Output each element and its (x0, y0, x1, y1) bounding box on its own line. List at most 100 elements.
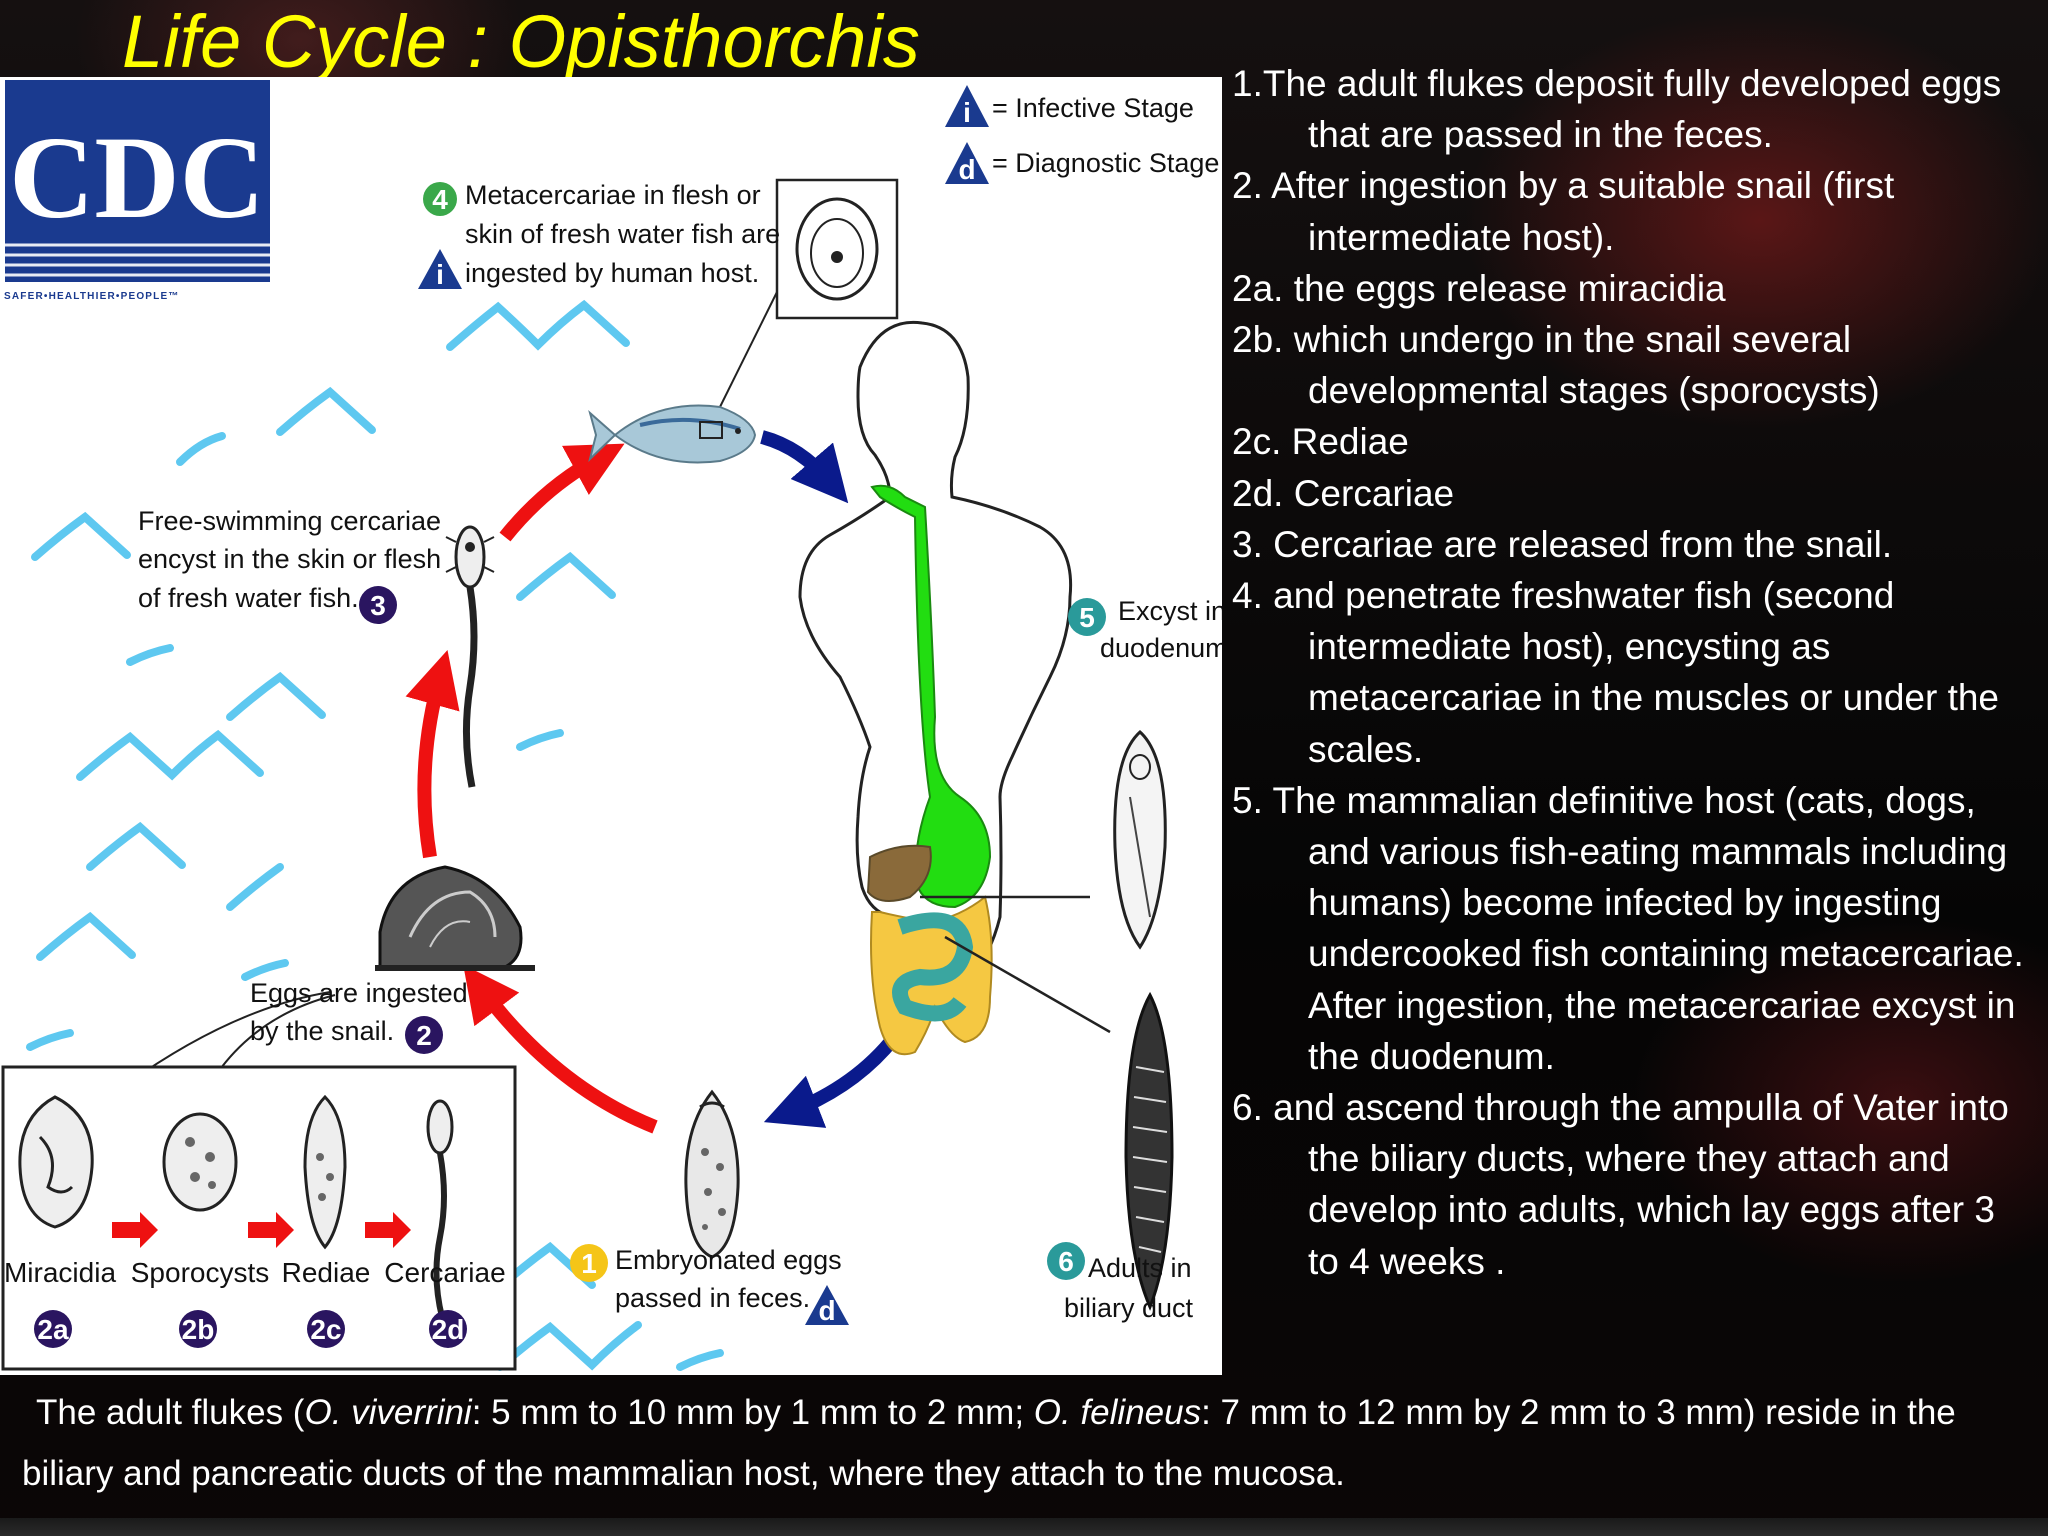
free-cercaria-icon (445, 525, 495, 788)
infective-symbol-icon (945, 85, 989, 127)
stage-3-line2: encyst in the skin or flesh (138, 544, 441, 574)
footer-species-felineus: O. felineus (1033, 1393, 1202, 1432)
footer-note: The adult flukes (O. viverrini: 5 mm to … (22, 1382, 2002, 1504)
badge-4-text: 4 (432, 184, 448, 215)
miracidium-icon (18, 1095, 94, 1229)
infective-symbol-letter: i (963, 97, 971, 128)
step-item: 1.The adult flukes deposit fully develop… (1232, 63, 2002, 156)
badge-2d-text: 2d (432, 1314, 465, 1345)
stage-4-line3: ingested by human host. (465, 258, 759, 288)
human-host-figure (798, 320, 1111, 1056)
footer-part1: The adult flukes ( (36, 1393, 305, 1432)
diagnostic-symbol-letter: d (958, 154, 975, 185)
cercaria-icon (426, 1099, 454, 1318)
step-item: 2c. Rediae (1232, 421, 1409, 463)
step-item: 2d. Cercariae (1232, 472, 1455, 514)
stage-3-line3: of fresh water fish. (138, 583, 359, 613)
legend: i = Infective Stage d = Diagnostic Stage (945, 85, 1219, 185)
cdc-logo: CDC SAFER•HEALTHIER•PEOPLE™ (4, 80, 270, 302)
stage-2-line2: by the snail. (250, 1016, 394, 1046)
badge-2a (34, 1310, 72, 1348)
step-item: 4. and penetrate freshwater fish (second… (1232, 575, 2000, 770)
label-miracidia: Miracidia (4, 1257, 116, 1288)
step-item: 2. After ingestion by a suitable snail (… (1232, 165, 1895, 258)
badge-6 (1047, 1242, 1085, 1280)
fish-icon (588, 404, 757, 464)
stomach-green (870, 484, 992, 909)
liver-brown (866, 844, 932, 902)
badge-1-text: 1 (581, 1248, 597, 1279)
stage-5-line2: duodenum (1100, 633, 1222, 663)
stage-6-line2: biliary duct (1064, 1293, 1194, 1323)
badge-5-text: 5 (1079, 602, 1095, 633)
infective-stage-marker-icon (418, 249, 462, 289)
cycle-arrows-red (405, 443, 658, 1134)
step-item: 5. The mammalian definitive host (cats, … (1232, 779, 2024, 1077)
metacercaria-cyst-icon (795, 197, 879, 301)
badge-2b (179, 1310, 217, 1348)
badge-3-text: 3 (370, 590, 386, 621)
step-item: 6. and ascend through the ampulla of Vat… (1232, 1087, 2009, 1282)
footer-band (0, 1518, 2048, 1536)
stage-5-line1: Excyst in (1118, 596, 1222, 626)
diagnostic-symbol-icon (945, 142, 989, 184)
stage-2-label: Eggs are ingested by the snail. 2 (250, 978, 468, 1054)
stage-3-line1: Free-swimming cercariae (138, 506, 441, 536)
step-item: 2b. which undergo in the snail several d… (1232, 319, 1880, 412)
small-intestine-teal (892, 912, 974, 1022)
badge-3 (359, 586, 397, 624)
badge-2 (405, 1016, 443, 1054)
badge-1 (570, 1244, 608, 1282)
stage-1-line1: Embryonated eggs (615, 1245, 842, 1275)
diagnostic-stage-marker-letter: d (818, 1295, 835, 1326)
badge-2c-text: 2c (310, 1314, 341, 1345)
step-item: 2a. the eggs release miracidia (1232, 267, 1726, 309)
badge-2d (429, 1310, 467, 1348)
cdc-logo-stripes (5, 243, 270, 277)
stage-6-label: 6 Adults in biliary duct (1047, 1242, 1194, 1323)
embryonated-egg-icon (684, 1089, 740, 1259)
diagnostic-stage-marker-icon (805, 1285, 849, 1325)
badge-4 (423, 182, 457, 216)
diagram-canvas: CDC SAFER•HEALTHIER•PEOPLE™ i = Infectiv… (1, 80, 1222, 1371)
badge-2b-text: 2b (182, 1314, 215, 1345)
footer-part3: : 7 mm to 12 mm by 2 mm to 3 mm) reside … (22, 1393, 1956, 1493)
excysted-larva-icon (1113, 729, 1167, 950)
sporocyst-icon (162, 1112, 238, 1212)
metacercaria-inset-frame (775, 178, 899, 320)
infective-stage-marker-letter: i (436, 259, 444, 290)
cdc-logo-field (5, 80, 270, 282)
arrow-fish-to-human (760, 430, 849, 504)
arrow-2-to-3 (405, 650, 460, 859)
inset-pointer-line (714, 291, 778, 418)
cdc-logo-text: CDC (9, 112, 265, 243)
metacercaria-inset (714, 178, 899, 418)
slide-title: Life Cycle : Opisthorchis (122, 0, 920, 83)
stage-2-line1: Eggs are ingested (250, 978, 468, 1008)
badge-6-text: 6 (1058, 1246, 1074, 1277)
arrow-3-to-4 (499, 443, 625, 542)
badge-2a-text: 2a (37, 1314, 69, 1345)
step-item: 3. Cercariae are released from the snail… (1232, 523, 1893, 565)
footer-part2: : 5 mm to 10 mm by 1 mm to 2 mm; (471, 1393, 1034, 1432)
stage-4-label: 4 Metacercariae in flesh or skin of fres… (418, 180, 780, 290)
life-cycle-steps: 1.The adult flukes deposit fully develop… (1232, 58, 2032, 1287)
snail-stage-arrows (112, 1212, 411, 1248)
redia-icon (303, 1094, 347, 1250)
stage-3-label: Free-swimming cercariae encyst in the sk… (138, 506, 441, 624)
cdc-tagline: SAFER•HEALTHIER•PEOPLE™ (4, 291, 180, 302)
stage-6-line1: Adults in (1088, 1253, 1192, 1283)
stage-4-line2: skin of fresh water fish are (465, 219, 780, 249)
footer-species-viverrini: O. viverrini (304, 1393, 472, 1432)
snail-icon (74, 865, 535, 1125)
legend-infective-label: = Infective Stage (992, 93, 1194, 123)
life-cycle-diagram: CDC SAFER•HEALTHIER•PEOPLE™ i = Infectiv… (0, 77, 1222, 1375)
legend-diagnostic-label: = Diagnostic Stage (992, 148, 1219, 178)
stage-5-label: 5 Excyst in duodenum (1068, 596, 1222, 663)
badge-2-text: 2 (416, 1020, 432, 1051)
badge-5 (1068, 598, 1106, 636)
label-cercariae: Cercariae (384, 1257, 505, 1288)
stage-1-label: 1 Embryonated eggs passed in feces. d (570, 1244, 849, 1326)
stage-4-line1: Metacercariae in flesh or (465, 180, 761, 210)
badge-2c (307, 1310, 345, 1348)
